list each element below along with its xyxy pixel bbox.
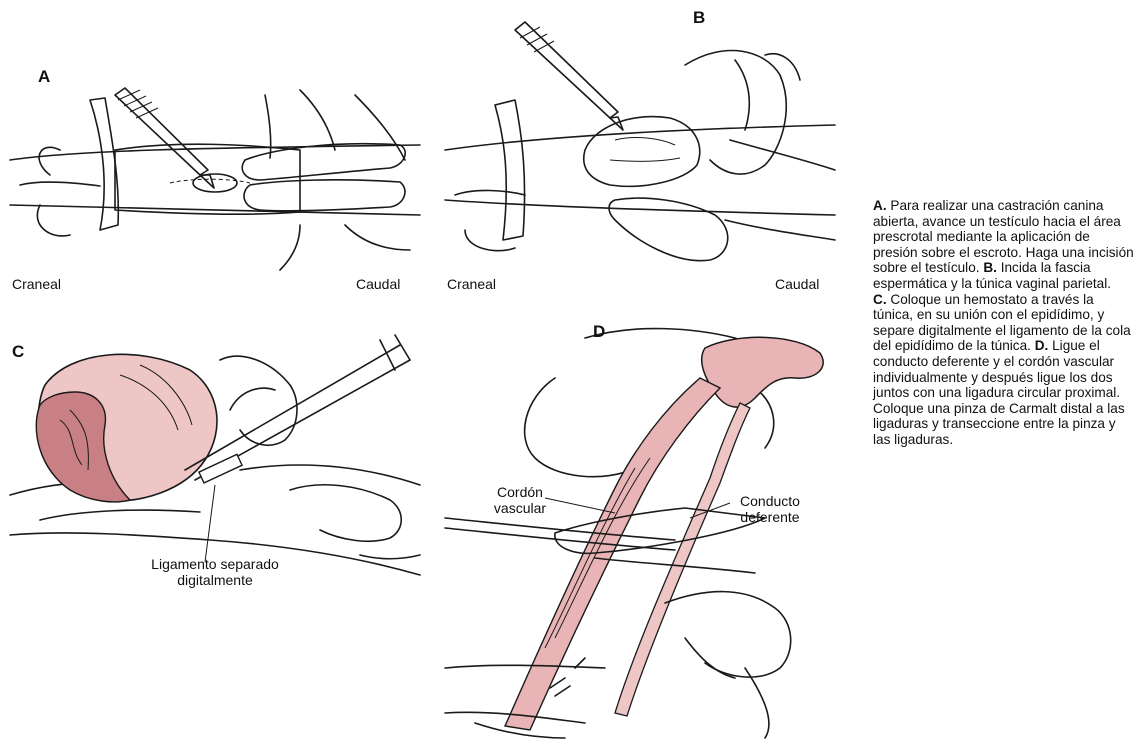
caption-c-label: C. — [873, 292, 887, 307]
panel-d-vascular-callout: Cordón vascular — [475, 484, 565, 516]
figure-caption: A. Para realizar una castración canina a… — [873, 198, 1135, 448]
panel-a: A Craneal Caudal — [0, 0, 430, 300]
panel-d-deferent-callout: Conducto deferente — [720, 493, 820, 525]
panel-a-illustration — [0, 0, 430, 300]
panel-c-letter: C — [12, 342, 24, 362]
panel-a-cranial-label: Craneal — [12, 276, 61, 292]
panel-b-letter: B — [693, 8, 705, 28]
caption-b-label: B. — [983, 260, 997, 275]
caption-d-text: Ligue el conducto deferente y el cordón … — [873, 338, 1125, 447]
panel-b-illustration — [435, 0, 845, 300]
panel-b-cranial-label: Craneal — [447, 276, 496, 292]
panel-d-deferent-line1: Conducto — [720, 493, 820, 509]
panel-d-letter: D — [593, 322, 605, 342]
panel-d-deferent-line2: deferente — [720, 509, 820, 525]
panel-b: B Craneal Caudal — [435, 0, 845, 300]
caption-d-label: D. — [1035, 338, 1049, 353]
panel-d: D Cordón vascular Conducto deferente — [435, 318, 845, 746]
panel-c-callout-line1: Ligamento separado — [115, 556, 315, 572]
caption-a-label: A. — [873, 198, 887, 213]
panel-b-caudal-label: Caudal — [775, 276, 819, 292]
panel-d-vascular-line1: Cordón — [475, 484, 565, 500]
panel-c: C Ligamento separado digitalmente — [0, 330, 430, 630]
panel-c-ligament-callout: Ligamento separado digitalmente — [115, 556, 315, 588]
panel-a-caudal-label: Caudal — [356, 276, 400, 292]
panel-a-letter: A — [38, 67, 50, 87]
panel-d-vascular-line2: vascular — [475, 500, 565, 516]
panel-c-callout-line2: digitalmente — [115, 572, 315, 588]
panel-d-illustration — [435, 318, 845, 746]
